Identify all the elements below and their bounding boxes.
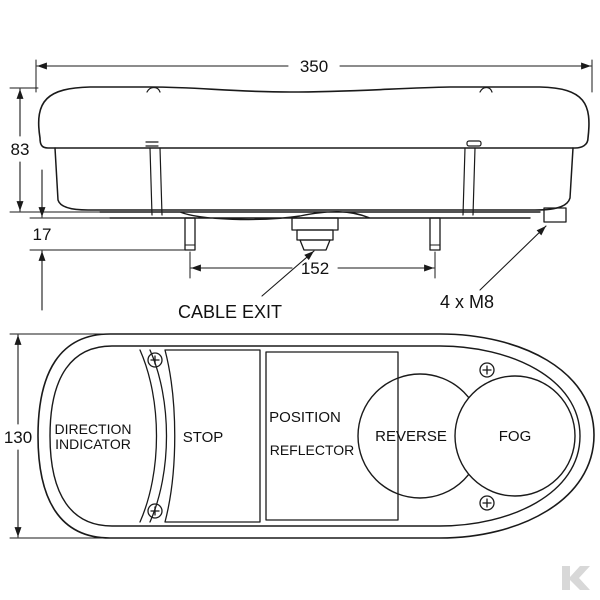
- label-reverse: REVERSE: [375, 428, 447, 445]
- dimension-front-height-label: 130: [4, 428, 32, 447]
- dimension-height: 83: [9, 87, 101, 213]
- callout-bolts: 4 x M8: [440, 225, 547, 312]
- label-direction-line2: INDICATOR: [55, 436, 131, 452]
- segment-stop: [164, 349, 261, 523]
- front-view: DIRECTION INDICATOR STOP POSITION REFLEC…: [37, 333, 595, 539]
- dimension-depth: 17: [29, 169, 186, 311]
- label-reflector: REFLECTOR: [270, 442, 355, 458]
- segment-divider: [149, 349, 168, 523]
- screw-head-icon: [147, 352, 163, 368]
- front-housing: [37, 333, 595, 539]
- label-position: POSITION: [269, 409, 341, 426]
- dimension-depth-label: 17: [33, 225, 52, 244]
- cover-bump: [146, 86, 161, 93]
- label-stop: STOP: [183, 429, 224, 446]
- screw-head-icon: [479, 362, 495, 378]
- brand-logo-icon: [562, 566, 590, 590]
- dimension-height-label: 83: [11, 140, 30, 159]
- dimension-width: 350: [35, 57, 593, 93]
- screw-head-icon: [147, 503, 163, 519]
- side-connector: [543, 207, 567, 223]
- dimension-width-label: 350: [300, 57, 328, 76]
- body-rib: [159, 147, 163, 216]
- cover-slot: [466, 140, 482, 147]
- lamp-body: [54, 147, 574, 211]
- body-rib: [472, 147, 476, 216]
- cover-bump: [479, 86, 493, 93]
- dimension-bolt-spacing-label: 152: [301, 259, 329, 278]
- screw-head-icon: [479, 495, 495, 511]
- label-fog: FOG: [499, 428, 532, 445]
- cable-gland: [291, 217, 339, 251]
- lamp-top-cover: [38, 86, 590, 149]
- body-rib: [149, 147, 153, 216]
- fog-lens: [454, 375, 576, 497]
- side-view: [38, 86, 590, 251]
- bolts-label: 4 x M8: [440, 292, 494, 312]
- front-lens: [49, 345, 581, 527]
- callout-cable-exit: CABLE EXIT: [178, 250, 315, 322]
- dimension-bolt-spacing: 152: [189, 251, 436, 279]
- body-rib: [462, 147, 466, 216]
- segment-position: [265, 351, 399, 521]
- bolt-right: [429, 217, 441, 251]
- segment-direction: [139, 349, 158, 523]
- bolt-left: [184, 217, 196, 251]
- cover-mark: [145, 141, 159, 147]
- label-direction-line1: DIRECTION: [55, 421, 132, 437]
- dimension-front-height: 130: [4, 333, 111, 539]
- cable-exit-label: CABLE EXIT: [178, 302, 282, 322]
